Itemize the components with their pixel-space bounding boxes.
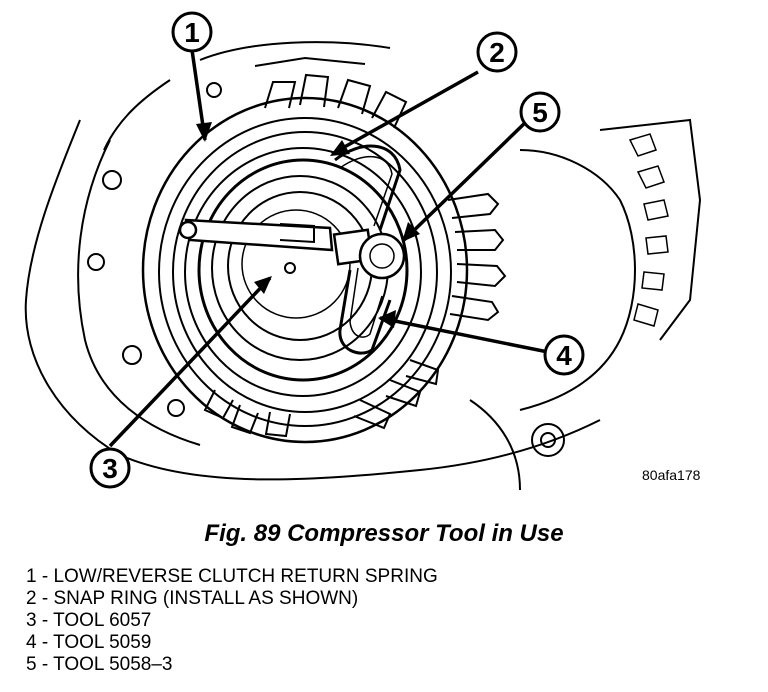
callout-label-2: 2	[489, 37, 505, 68]
transmission-case-inner	[77, 139, 201, 446]
compressor-tool-diagram: 1 2 3 4 5	[24, 11, 702, 491]
tool-6057-bar	[184, 218, 334, 252]
clutch-ring	[172, 131, 438, 413]
callout-label-5: 5	[532, 97, 548, 128]
clutch-ring-outer	[141, 96, 469, 444]
legend-item-3: 3 - TOOL 6057	[26, 610, 152, 631]
clutch-ring	[184, 147, 422, 397]
ring-gear-teeth	[628, 133, 669, 327]
leader-line-3	[108, 276, 272, 448]
callout-label-4: 4	[556, 340, 572, 371]
leader-line-5	[402, 118, 530, 242]
callout-circle-4	[543, 334, 585, 376]
clutch-ring-inner	[211, 175, 389, 361]
callout-label-3: 3	[102, 453, 118, 484]
callout-circle-3	[89, 447, 131, 489]
housing-bolt-boss	[531, 423, 565, 457]
callout-label-1: 1	[184, 17, 200, 48]
callout-circle-2	[476, 31, 518, 73]
legend-item-2: 2 - SNAP RING (INSTALL AS SHOWN)	[26, 588, 359, 609]
case-bolt-hole	[87, 253, 105, 271]
case-bolt-hole	[206, 82, 222, 98]
legend-item-5: 5 - TOOL 5058–3	[26, 654, 173, 675]
clutch-lugs-bottom	[203, 359, 440, 438]
legend-item-1: 1 - LOW/REVERSE CLUTCH RETURN SPRING	[26, 566, 438, 587]
leader-line-4	[379, 316, 549, 354]
arrowhead-3	[254, 276, 272, 294]
arrowhead-5	[402, 222, 420, 242]
parts-legend: 1 - LOW/REVERSE CLUTCH RETURN SPRING 2 -…	[26, 566, 438, 676]
case-bolt-hole	[167, 399, 185, 417]
clutch-ring	[158, 117, 452, 427]
clutch-lugs-right	[447, 192, 507, 322]
case-bolt-hole	[102, 170, 122, 190]
arrowhead-1	[196, 122, 212, 142]
arrowhead-4	[378, 310, 396, 328]
hub-center	[241, 209, 351, 319]
housing-right	[519, 149, 636, 411]
callout-circle-1	[171, 11, 213, 53]
legend-item-4: 4 - TOOL 5059	[26, 632, 152, 653]
arrowhead-2	[330, 140, 350, 156]
clutch-lugs-top	[254, 56, 408, 129]
callout-circle-5	[519, 91, 561, 133]
leader-line-2	[331, 70, 479, 156]
housing-bolt-hole	[540, 432, 556, 448]
figure-caption: Fig. 89 Compressor Tool in Use	[204, 520, 564, 547]
case-bolt-hole	[122, 345, 142, 365]
snap-ring	[197, 158, 409, 382]
tool-5059-stirrup	[338, 269, 392, 355]
tool-5058-3-bolt-head	[358, 232, 406, 280]
image-reference-code: 80afa178	[642, 467, 701, 483]
